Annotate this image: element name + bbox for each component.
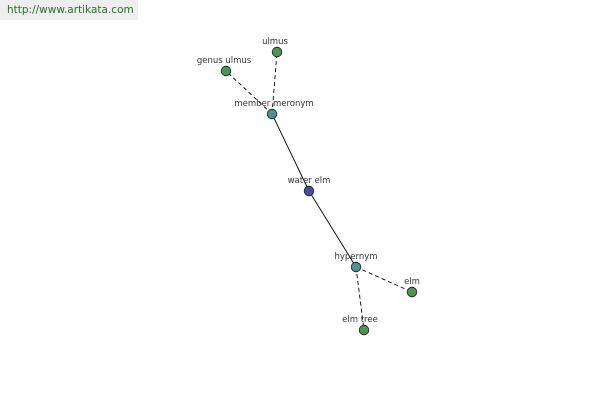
- edge-hypernym-to-elm: [355, 266, 413, 293]
- node-genus-ulmus[interactable]: genus ulmus: [197, 56, 252, 77]
- node-marker-water-elm[interactable]: [303, 185, 315, 197]
- watermark-bar: http://www.artikata.com: [0, 0, 138, 20]
- node-label-hypernym: hypernym: [334, 252, 377, 262]
- edges-layer: [225, 51, 413, 331]
- edge-member-meronym-to-genus-ulmus: [225, 70, 273, 115]
- node-marker-hypernym[interactable]: [350, 261, 362, 273]
- edge-water-elm-to-hypernym: [308, 190, 357, 268]
- node-marker-elm-tree[interactable]: [358, 324, 370, 336]
- edge-member-meronym-to-ulmus: [271, 51, 278, 115]
- node-marker-genus-ulmus[interactable]: [220, 65, 232, 77]
- node-member-meronym[interactable]: member meronym: [234, 99, 314, 120]
- node-marker-member-meronym[interactable]: [266, 108, 278, 120]
- nodes-layer: water elm member meronym hypernym ulmus genu…: [197, 37, 420, 336]
- node-marker-ulmus[interactable]: [271, 46, 283, 58]
- node-label-ulmus: ulmus: [262, 37, 288, 47]
- node-label-member-meronym: member meronym: [234, 99, 313, 109]
- node-water-elm[interactable]: water elm: [288, 176, 331, 197]
- node-marker-elm[interactable]: [406, 286, 418, 298]
- node-hypernym[interactable]: hypernym: [334, 252, 378, 273]
- node-ulmus[interactable]: ulmus: [262, 37, 288, 58]
- edge-water-elm-to-member-meronym: [271, 113, 310, 192]
- node-elm-tree[interactable]: elm tree: [342, 315, 378, 336]
- node-label-water-elm: water elm: [288, 176, 331, 186]
- edge-hypernym-to-elm-tree: [355, 266, 365, 331]
- watermark-link[interactable]: http://www.artikata.com: [7, 4, 134, 16]
- node-elm[interactable]: elm: [404, 277, 420, 298]
- node-label-genus-ulmus: genus ulmus: [197, 56, 252, 66]
- node-label-elm: elm: [404, 277, 420, 287]
- node-label-elm-tree: elm tree: [342, 315, 378, 325]
